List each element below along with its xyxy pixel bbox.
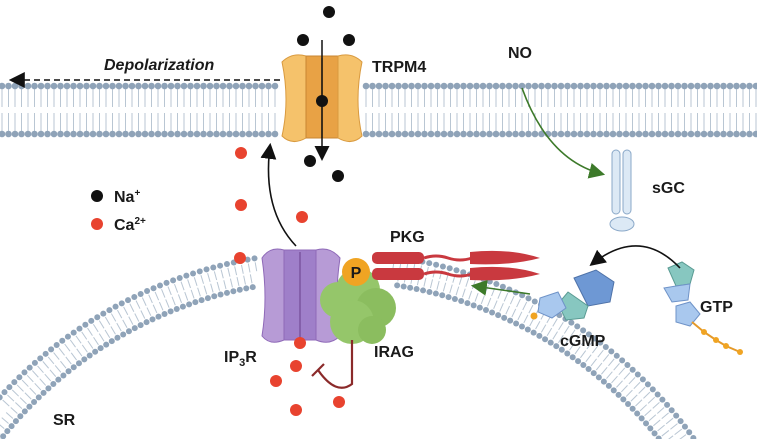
- phospho-label: P: [351, 265, 362, 282]
- sodium-ion: [323, 6, 335, 18]
- sgc-label: sGC: [652, 180, 685, 197]
- calcium-ion: [234, 252, 246, 264]
- phospho-group: P: [342, 258, 370, 286]
- trpm4-label: TRPM4: [372, 59, 426, 76]
- sr-label: SR: [53, 412, 76, 429]
- ca-release-arrow: [260, 142, 297, 247]
- gtp-conversion-arrow: [589, 245, 681, 269]
- sodium-ion: [343, 34, 355, 46]
- calcium-ion: [333, 396, 345, 408]
- no-label: NO: [508, 45, 532, 62]
- pkg-protein: [372, 250, 540, 281]
- calcium-ion: [235, 199, 247, 211]
- ip3r-label: IP3R: [224, 349, 257, 369]
- pkg-label: PKG: [390, 229, 425, 246]
- calcium-ion: [290, 404, 302, 416]
- legend-sodium-label: Na+: [114, 188, 140, 206]
- calcium-ion: [296, 211, 308, 223]
- calcium-ion: [270, 375, 282, 387]
- legend-calcium-swatch: [91, 218, 103, 230]
- ions: [234, 6, 355, 416]
- calcium-ion: [294, 337, 306, 349]
- sodium-ion: [304, 155, 316, 167]
- irag-protein: [320, 268, 396, 344]
- cgmp-pkg-arrow: [470, 279, 531, 296]
- legend-calcium-label: Ca2+: [114, 216, 146, 234]
- sgc-enzyme: [609, 149, 635, 232]
- cgmp-molecule: [530, 269, 615, 321]
- gtp-label: GTP: [700, 299, 733, 316]
- calcium-ion: [290, 360, 302, 372]
- sodium-ion: [332, 170, 344, 182]
- calcium-ion: [235, 147, 247, 159]
- sodium-ion: [316, 95, 328, 107]
- plasma-membrane: [0, 82, 757, 138]
- gtp-molecule: [663, 261, 743, 355]
- legend-sodium-swatch: [91, 190, 103, 202]
- no-activation-arrow: [521, 87, 606, 179]
- sodium-ion: [297, 34, 309, 46]
- legend: Na+ Ca2+: [91, 188, 146, 234]
- cgmp-label: cGMP: [560, 333, 606, 350]
- depolarization-label: Depolarization: [104, 57, 214, 74]
- irag-label: IRAG: [374, 344, 414, 361]
- inhibition-arrow: [311, 340, 354, 389]
